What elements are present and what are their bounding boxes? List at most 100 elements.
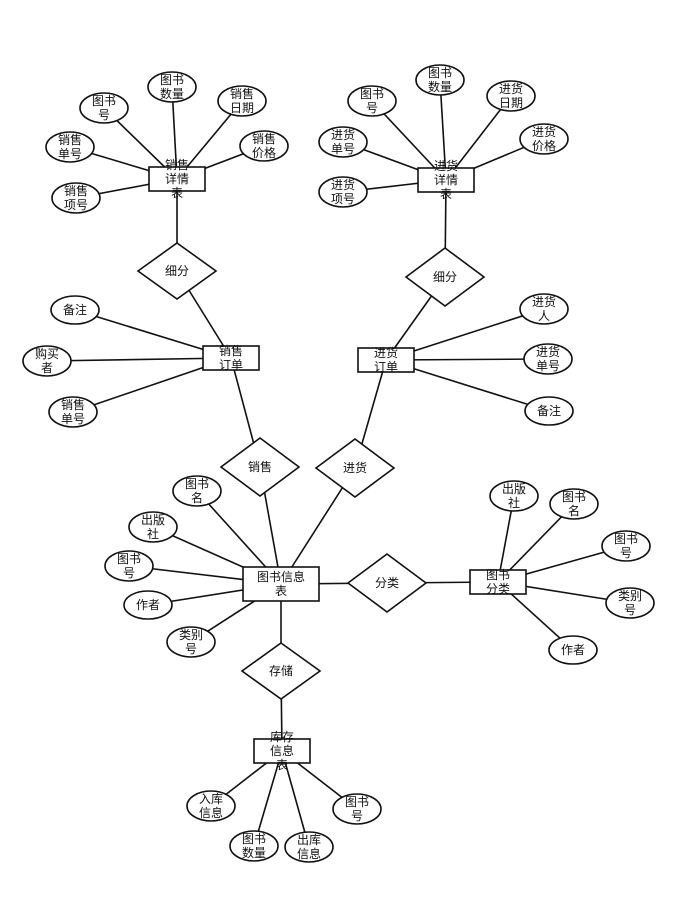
relationship-diamond [314, 438, 396, 498]
relationship-label: 细分 [165, 264, 189, 278]
attribute-text: 入库 [199, 791, 223, 806]
attribute-ellipse [186, 790, 236, 822]
relationship-label: 存储 [269, 663, 293, 678]
attribute-bc-category-no: 类别号 [605, 587, 655, 619]
attribute-ellipse [318, 176, 368, 208]
attribute-so-note: 备注 [50, 295, 100, 325]
attribute-text: 图书 [185, 477, 209, 491]
attribute-text: 销售 [64, 183, 88, 198]
entity-text: 销售 [165, 157, 189, 172]
attribute-ellipse [45, 131, 95, 163]
attribute-text: 购买 [35, 346, 59, 361]
entity-text: 销售 [219, 343, 243, 358]
attribute-po-note: 备注 [524, 396, 574, 426]
attribute-text: 号 [185, 642, 197, 656]
relationship-diamond [346, 553, 428, 613]
attribute-ellipse [415, 64, 465, 96]
attribute-ellipse [601, 530, 651, 562]
entity-box [202, 345, 260, 371]
attribute-ellipse [239, 130, 289, 162]
entity-text: 订单 [219, 358, 243, 372]
entity-text: 表 [171, 186, 183, 200]
attribute-text: 出版 [502, 482, 526, 496]
attribute-text: 价格 [532, 138, 556, 153]
attribute-ellipse [549, 488, 599, 520]
relationship-label: 进货 [343, 460, 367, 475]
attribute-ellipse [489, 480, 539, 512]
attribute-text: 号 [624, 603, 636, 617]
relationship-diamond [404, 247, 486, 307]
attribute-bi-book-name: 图书名 [172, 475, 222, 507]
entity-text: 详情 [165, 171, 189, 186]
attribute-text: 图书 [360, 87, 384, 101]
attribute-text: 出库 [297, 832, 321, 847]
attribute-text: 进货 [532, 124, 556, 139]
attribute-bi-book-no: 图书号 [104, 550, 154, 582]
connector-line [46, 357, 232, 362]
attribute-text: 号 [366, 101, 378, 115]
attribute-text: 类别 [179, 628, 203, 642]
entity-box [242, 566, 320, 602]
attribute-text: 图书 [562, 490, 586, 504]
entity-text: 图书 [486, 568, 510, 582]
attribute-text: 日期 [499, 96, 523, 110]
attribute-text: 图书 [117, 552, 141, 566]
attribute-ellipse [48, 396, 98, 428]
attribute-text: 进货 [536, 344, 560, 359]
attribute-text: 作者 [561, 643, 585, 657]
attribute-text: 作者 [136, 598, 160, 612]
attribute-sd-book-no: 图书号 [79, 92, 129, 124]
relationship-rel-sales: 销售 [219, 437, 301, 497]
attribute-text: 图书 [614, 532, 638, 546]
attribute-bi-publisher: 出版社 [128, 511, 178, 543]
attribute-text: 信息 [199, 805, 223, 820]
attribute-bc-publisher: 出版社 [489, 480, 539, 512]
attribute-ellipse [51, 182, 101, 214]
attribute-text: 图书 [242, 832, 266, 846]
entity-text: 表 [440, 187, 452, 201]
attribute-inv-book-no: 图书号 [332, 793, 382, 825]
attribute-bi-category-no: 类别号 [166, 626, 216, 658]
attribute-ellipse [217, 85, 267, 117]
attribute-text: 备注 [537, 403, 561, 418]
attribute-text: 数量 [428, 79, 452, 94]
attribute-ellipse [318, 126, 368, 158]
attribute-ellipse [123, 590, 173, 620]
attribute-ellipse [524, 396, 574, 426]
attribute-po-purchaser: 进货人 [519, 293, 569, 325]
attribute-ellipse [523, 343, 573, 375]
attribute-so-buyer: 购买者 [22, 345, 72, 377]
attribute-text: 进货 [499, 81, 523, 96]
attribute-text: 名 [191, 490, 203, 505]
attribute-text: 数量 [160, 86, 184, 101]
relationship-rel-purchase-split: 细分 [404, 247, 486, 307]
entity-text: 进货 [374, 345, 398, 360]
attribute-text: 销售 [252, 131, 276, 146]
attribute-text: 社 [147, 526, 159, 541]
attribute-text: 者 [41, 361, 53, 375]
attribute-text: 价格 [252, 145, 276, 160]
entity-box [469, 569, 527, 595]
attribute-text: 图书 [345, 795, 369, 809]
connector-line [281, 750, 310, 848]
attribute-bi-author: 作者 [123, 590, 173, 620]
attribute-ellipse [486, 80, 536, 112]
attribute-text: 单号 [61, 412, 85, 426]
entity-text: 表 [275, 584, 287, 598]
attribute-ellipse [128, 511, 178, 543]
attribute-text: 项号 [331, 192, 355, 206]
attribute-text: 进货 [331, 127, 355, 142]
entity-box [253, 738, 311, 764]
